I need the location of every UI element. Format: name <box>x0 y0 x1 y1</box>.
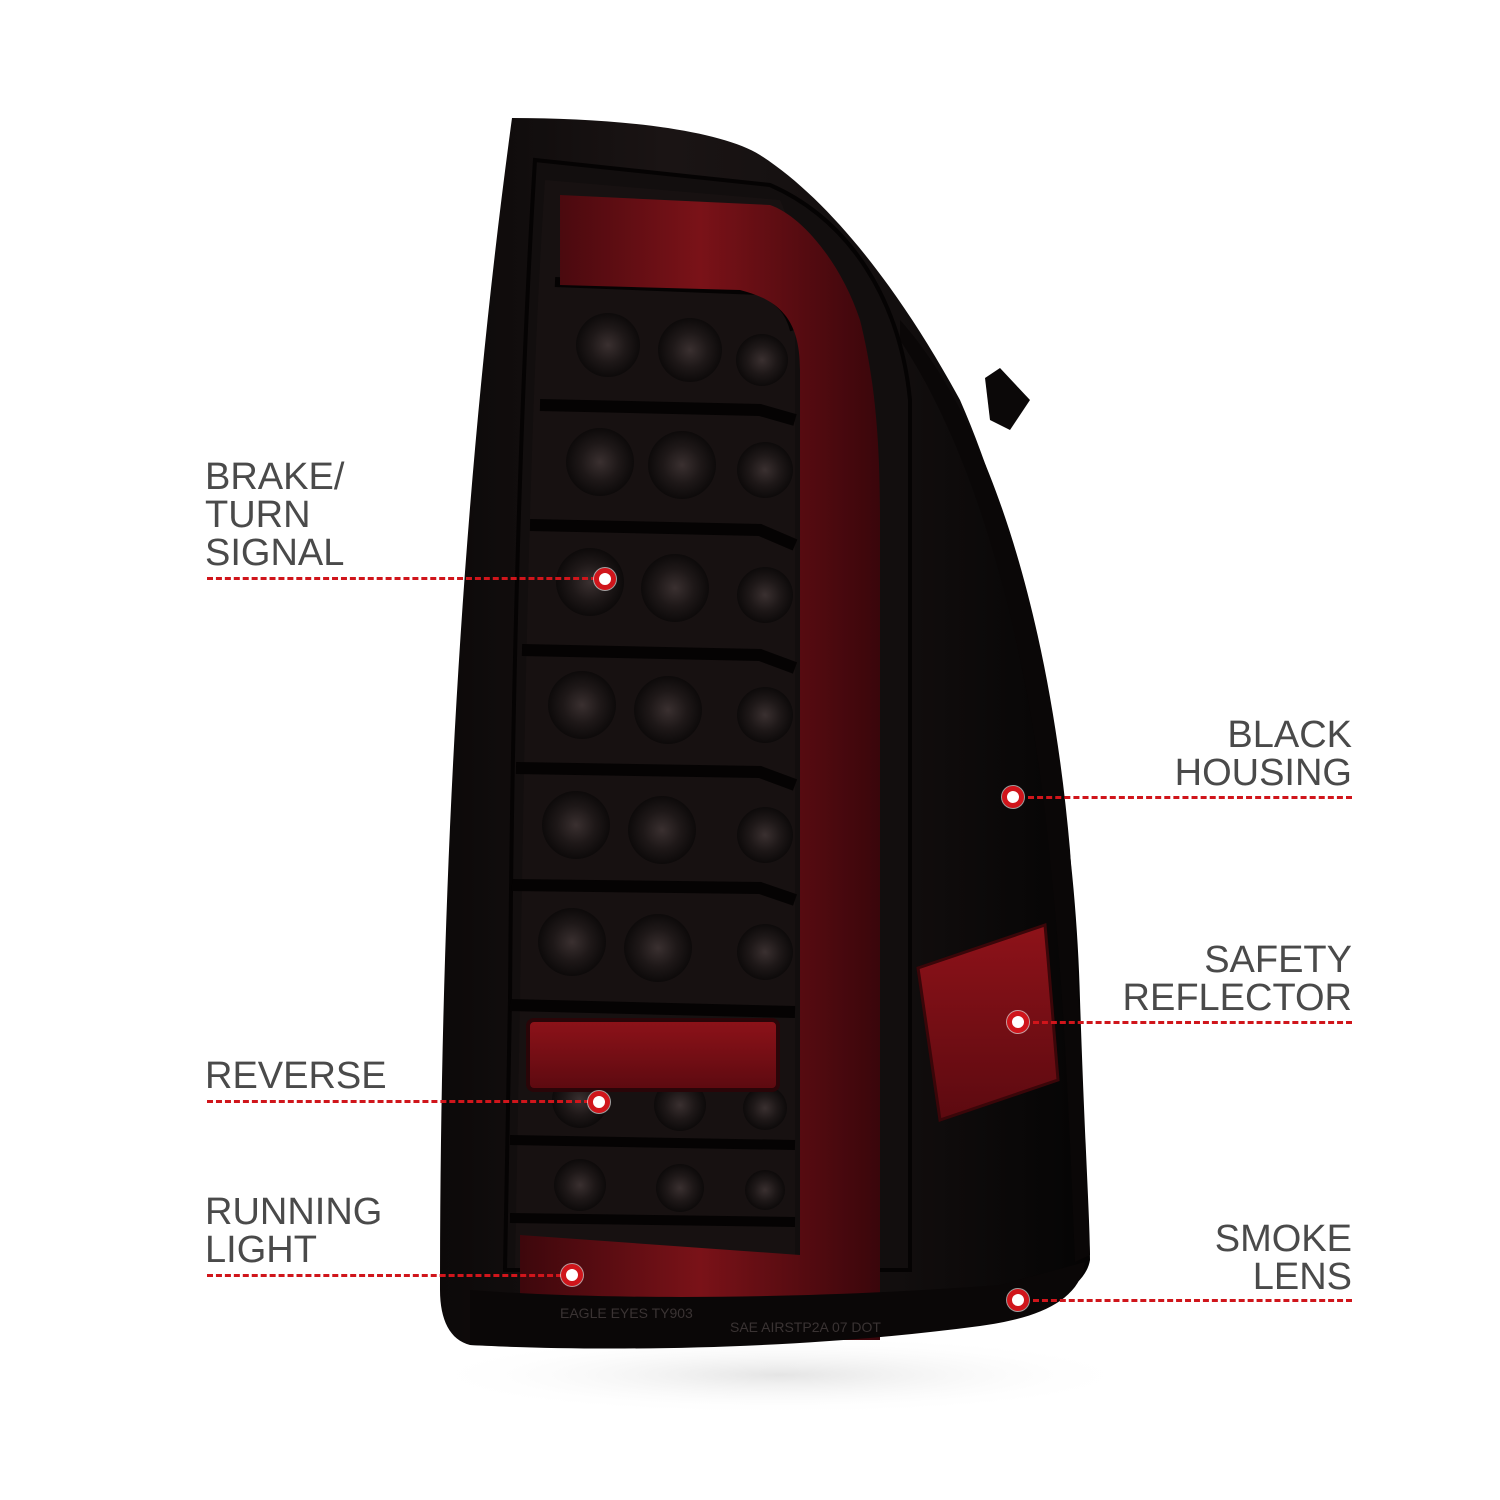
light-bar <box>520 195 880 1340</box>
marker-black-housing <box>1002 786 1024 808</box>
led-array <box>509 277 800 1227</box>
leader-running-light <box>207 1274 562 1277</box>
label-black-housing: BLACK HOUSING <box>1174 714 1352 794</box>
marker-brake-turn-signal <box>594 568 616 590</box>
label-safety-reflector: SAFETY REFLECTOR <box>1122 939 1352 1019</box>
housing-side-flange <box>900 320 1090 1262</box>
leader-black-housing <box>1028 796 1352 799</box>
marker-reverse <box>588 1091 610 1113</box>
marker-running-light <box>561 1264 583 1286</box>
label-brake-turn-signal: BRAKE/ TURN SIGNAL <box>205 456 345 574</box>
lens-marking-compliance: SAE AIRSTP2A 07 DOT <box>730 1319 881 1335</box>
marker-smoke-lens <box>1007 1289 1029 1311</box>
leader-smoke-lens <box>1033 1299 1352 1302</box>
label-running-light: RUNNING LIGHT <box>205 1191 383 1271</box>
lens-marking-brand: EAGLE EYES TY903 <box>560 1305 693 1321</box>
leader-safety-reflector <box>1033 1021 1352 1024</box>
floor-reflection <box>420 1335 1140 1415</box>
mounting-tab <box>985 368 1030 430</box>
safety-reflector <box>916 922 1060 1122</box>
marker-safety-reflector <box>1007 1011 1029 1033</box>
inner-reflector-strip <box>526 1018 780 1092</box>
label-smoke-lens: SMOKE LENS <box>1214 1218 1352 1298</box>
label-reverse: REVERSE <box>205 1055 387 1097</box>
leader-reverse <box>207 1100 590 1103</box>
lens-bottom-lip <box>470 1262 1085 1349</box>
leader-brake-turn-signal <box>207 577 597 580</box>
